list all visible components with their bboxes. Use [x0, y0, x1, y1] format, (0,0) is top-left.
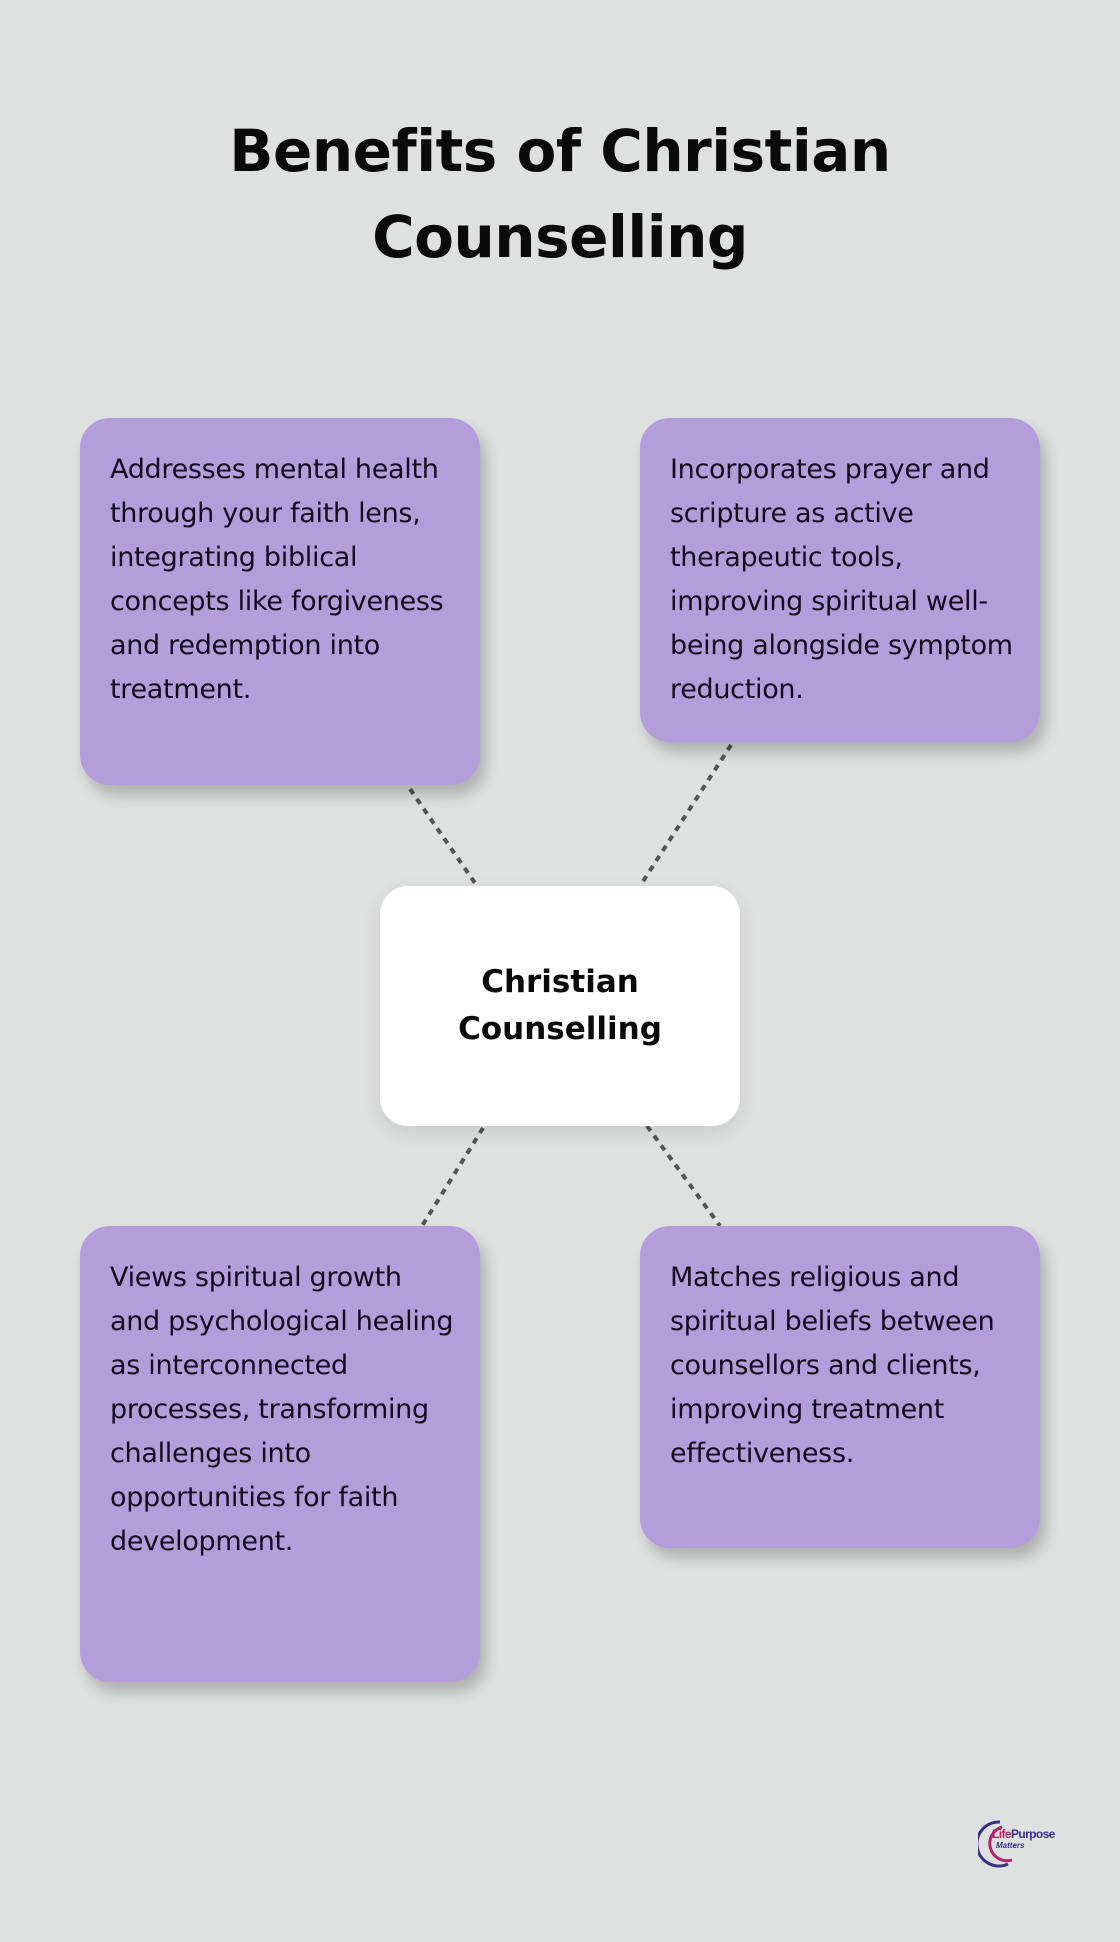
center-node-label: Christian Counselling [458, 964, 662, 1047]
connector-bottom-left [420, 1126, 485, 1228]
logo-wordmark: LifePurpose [992, 1828, 1055, 1840]
benefit-card-prayer-scripture: Incorporates prayer and scripture as act… [640, 418, 1040, 742]
benefit-text: Matches religious and spiritual beliefs … [670, 1262, 995, 1469]
benefit-text: Addresses mental health through your fai… [110, 454, 444, 705]
logo-arcs-icon [978, 1820, 1013, 1868]
benefit-card-belief-matching: Matches religious and spiritual beliefs … [640, 1226, 1040, 1548]
benefit-text: Incorporates prayer and scripture as act… [670, 454, 1013, 705]
benefit-card-faith-lens: Addresses mental health through your fai… [80, 418, 480, 785]
connector-bottom-right [645, 1124, 722, 1228]
connector-top-left [408, 787, 479, 888]
page-title: Benefits of Christian Counselling [229, 117, 891, 271]
logo-word-life: Life [992, 1827, 1012, 1841]
connector-top-right [638, 743, 733, 888]
brand-logo: LifePurpose Matters [978, 1818, 1068, 1868]
logo-word-matters: Matters [996, 1841, 1025, 1850]
center-node: Christian Counselling [380, 886, 740, 1126]
logo-word-purpose: Purpose [1010, 1827, 1055, 1841]
benefit-card-spiritual-growth: Views spiritual growth and psychological… [80, 1226, 480, 1682]
benefit-text: Views spiritual growth and psychological… [110, 1262, 454, 1557]
